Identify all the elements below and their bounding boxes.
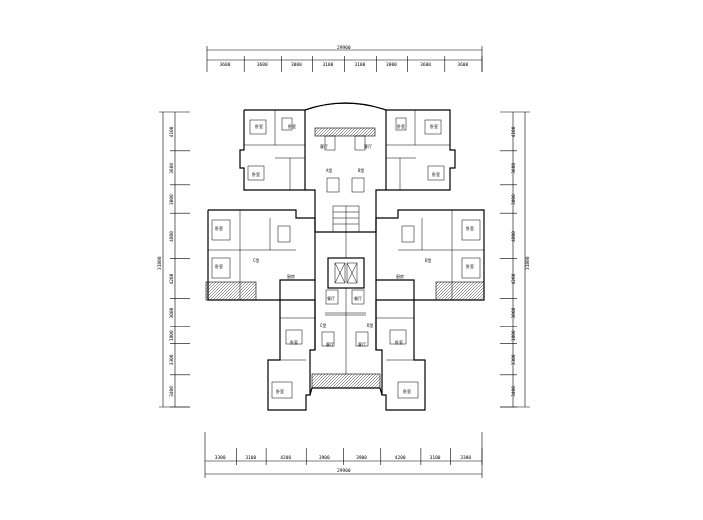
room-label-living: 客厅: [320, 143, 328, 149]
room-label-bedroom: 卧室: [215, 225, 223, 231]
dimension-segment-label: 3600: [420, 62, 431, 68]
dimension-segment-label: 1800: [169, 330, 175, 341]
top-dimension-chain: 29900 3600 3600 3000 3100 3100 3000 3600 3600: [206, 45, 483, 72]
dimension-segment-label: 3300: [511, 354, 517, 365]
dimension-segment-label: 3300: [460, 455, 471, 461]
dimension-segment-label: 3600: [457, 62, 468, 68]
room-label-kitchen: 厨房: [396, 273, 404, 279]
dimension-segment-label: 3600: [511, 163, 517, 174]
room-label-dining: 餐厅: [327, 295, 335, 301]
dimension-segment-label: 3400: [511, 386, 517, 397]
dimension-segment-label: 4800: [169, 231, 175, 242]
dimension-segment-label: 3600: [257, 62, 268, 68]
dimension-segment-label: 3000: [169, 307, 175, 318]
dimension-segment-label: 4200: [511, 273, 517, 284]
dimension-segment-label: 3300: [215, 455, 226, 461]
room-label-bedroom: 卧室: [403, 388, 411, 394]
room-label-bedroom: 卧室: [215, 263, 223, 269]
room-label-bedroom: 卧室: [466, 263, 474, 269]
dimension-segment-label: 3300: [169, 354, 175, 365]
bottom-dimension-chain: 29900 3300 3100 4200 3900 3900 4200 3100 3300: [204, 432, 483, 478]
dimension-segment-label: 4200: [280, 455, 291, 461]
room-label-bedroom: 卧室: [432, 171, 440, 177]
room-label-unit: D型: [425, 257, 431, 263]
dimension-segment-label: 3000: [511, 307, 517, 318]
dimension-segment-label: 4200: [169, 273, 175, 284]
bottom-total-dimension: 29900: [337, 468, 351, 474]
left-total-dimension: 31800: [157, 256, 163, 270]
room-label-kitchen: 厨房: [287, 273, 295, 279]
room-label-bedroom: 卧室: [252, 171, 260, 177]
right-total-dimension: 31800: [525, 256, 531, 270]
dimension-segment-label: 4100: [511, 126, 517, 137]
dimension-segment-label: 4800: [511, 231, 517, 242]
dimension-segment-label: 3400: [169, 386, 175, 397]
room-label-bedroom: 卧室: [290, 339, 298, 345]
dimension-segment-label: 4100: [169, 126, 175, 137]
room-labels: 卧室 卧室 卧室 卧室 卧室 卧室 客厅 客厅 A型 B型 卧室 卧室 C型 卧…: [215, 123, 474, 394]
dimension-segment-label: 3900: [356, 455, 367, 461]
room-label-unit: B型: [358, 167, 364, 173]
room-label-bedroom: 卧室: [395, 339, 403, 345]
dimension-segment-label: 3900: [319, 455, 330, 461]
dimension-segment-label: 3600: [220, 62, 231, 68]
dimension-segment-label: 3000: [169, 194, 175, 205]
room-label-living: 客厅: [358, 341, 366, 347]
interior-walls: [208, 110, 484, 399]
room-label-living: 客厅: [326, 341, 334, 347]
dimension-segment-label: 4200: [395, 455, 406, 461]
room-label-unit: A型: [326, 167, 332, 173]
room-label-unit: C型: [320, 322, 326, 328]
room-label-bedroom: 卧室: [288, 123, 296, 129]
room-label-bedroom: 卧室: [430, 123, 438, 129]
dimension-segment-label: 3000: [386, 62, 397, 68]
room-label-bedroom: 卧室: [466, 225, 474, 231]
dimension-segment-label: 3100: [245, 455, 256, 461]
dimension-segment-label: 3100: [430, 455, 441, 461]
room-label-unit: C型: [253, 257, 259, 263]
left-dimension-chain: 31800 4100 3600 3000 4800 4200 3000 1800 3300 34…: [157, 111, 190, 408]
room-label-bedroom: 卧室: [397, 123, 405, 129]
room-label-unit: D型: [367, 322, 373, 328]
right-dimension-chain: 31800 4100 3600 3000 4800 4200 3000 1800 3300 34…: [500, 111, 531, 408]
dimension-segment-label: 3600: [169, 163, 175, 174]
dimension-segment-label: 3000: [511, 194, 517, 205]
building-outline: [205, 102, 485, 411]
room-label-dining: 餐厅: [354, 295, 362, 301]
dimension-segment-label: 1800: [511, 330, 517, 341]
room-label-bedroom: 卧室: [276, 388, 284, 394]
room-label-living: 客厅: [364, 143, 372, 149]
dimension-segment-label: 3100: [355, 62, 366, 68]
top-total-dimension: 29900: [337, 45, 351, 51]
dimension-segment-label: 3100: [322, 62, 333, 68]
dimension-segment-label: 3000: [291, 62, 302, 68]
room-label-bedroom: 卧室: [255, 123, 263, 129]
